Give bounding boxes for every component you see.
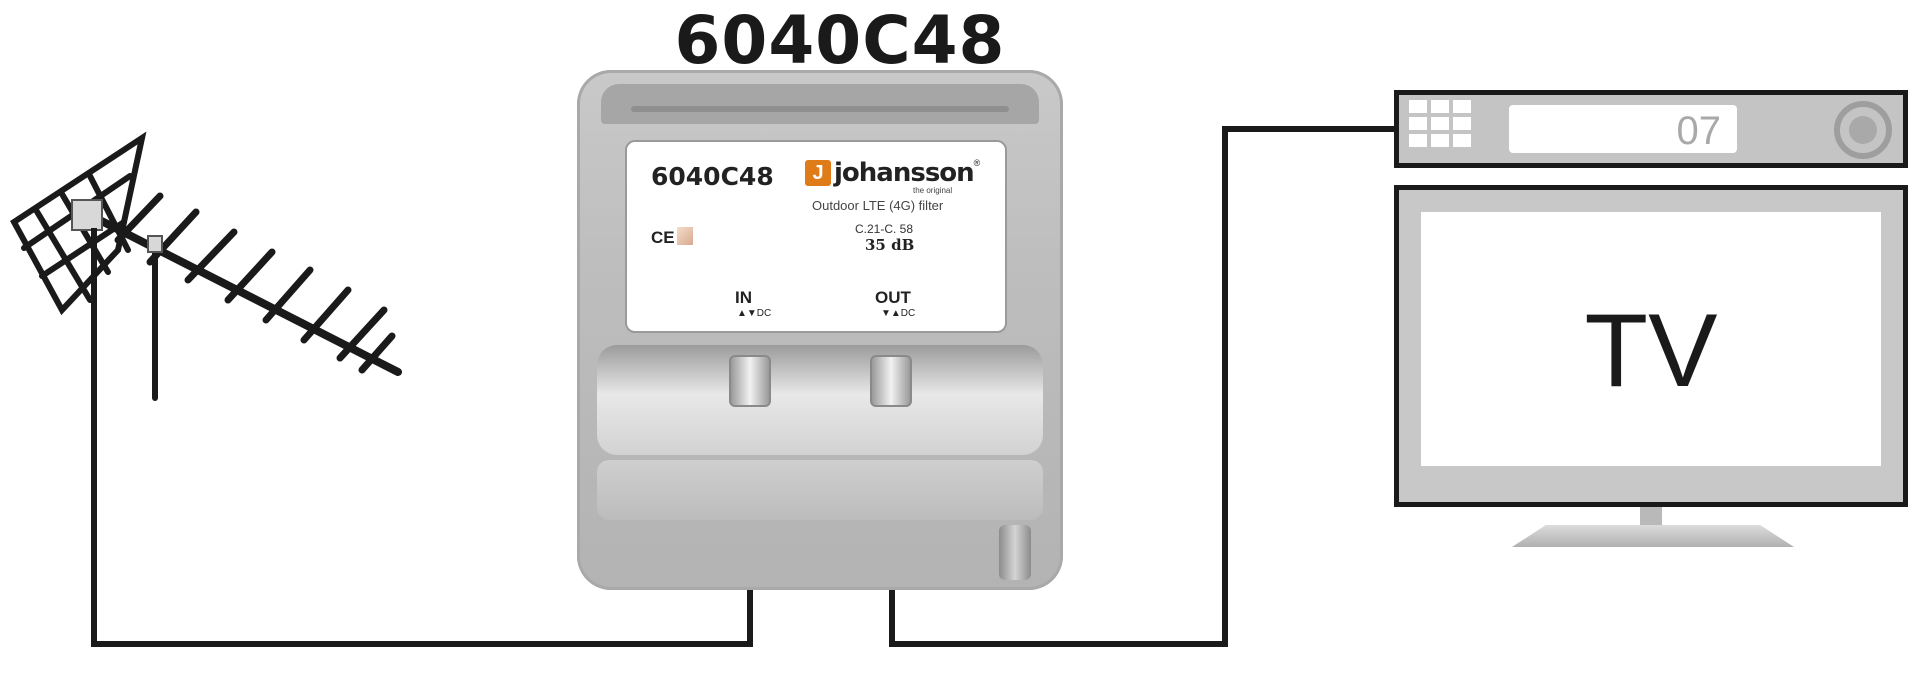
antenna-elements: [114, 192, 396, 374]
brand-name: johansson: [834, 158, 975, 188]
brand-tagline: the original: [913, 186, 953, 195]
brand-registered-mark: ®: [973, 158, 981, 168]
filter-device: 6040C48 J johansson ® the original Outdo…: [577, 70, 1063, 590]
ce-mark: CE: [651, 228, 675, 247]
port-in-dc: ▲▼DC: [737, 308, 772, 319]
channel-display: 07: [1509, 105, 1737, 153]
device-top-band: [601, 84, 1039, 124]
connector-out: [870, 355, 912, 407]
brand-logo: J johansson ®: [805, 158, 980, 188]
port-in-label: IN: [735, 288, 752, 307]
label-model: 6040C48: [651, 162, 774, 191]
tv-stand-neck: [1640, 507, 1662, 527]
gain-value: 35 dB: [865, 236, 915, 254]
port-out-label: OUT: [875, 288, 911, 307]
set-top-box: 07: [1394, 90, 1908, 168]
dial-icon: [1834, 101, 1892, 159]
channel-number: 07: [1676, 109, 1722, 153]
johansson-logo-icon: J: [805, 160, 831, 186]
device-label: 6040C48 J johansson ® the original Outdo…: [625, 140, 1007, 333]
device-description: Outdoor LTE (4G) filter: [812, 198, 944, 213]
channel-range: C.21-C. 58: [855, 222, 914, 236]
port-out-dc: ▼▲DC: [881, 308, 916, 319]
ground-screw-icon: [999, 525, 1031, 580]
device-lower-panel: [597, 345, 1043, 455]
tv-label: TV: [1584, 293, 1718, 409]
television: TV: [1394, 185, 1908, 507]
weee-mark-icon: [677, 227, 693, 245]
connector-in: [729, 355, 771, 407]
antenna-balun: [71, 199, 103, 231]
antenna-icon: [10, 131, 402, 401]
device-base-panel: [597, 460, 1043, 520]
antenna-clamp: [147, 235, 163, 253]
tv-screen: TV: [1421, 212, 1881, 466]
keypad-icon: [1409, 100, 1471, 147]
diagram-title: 6040C48: [674, 2, 1006, 79]
tv-stand-base: [1512, 525, 1794, 547]
